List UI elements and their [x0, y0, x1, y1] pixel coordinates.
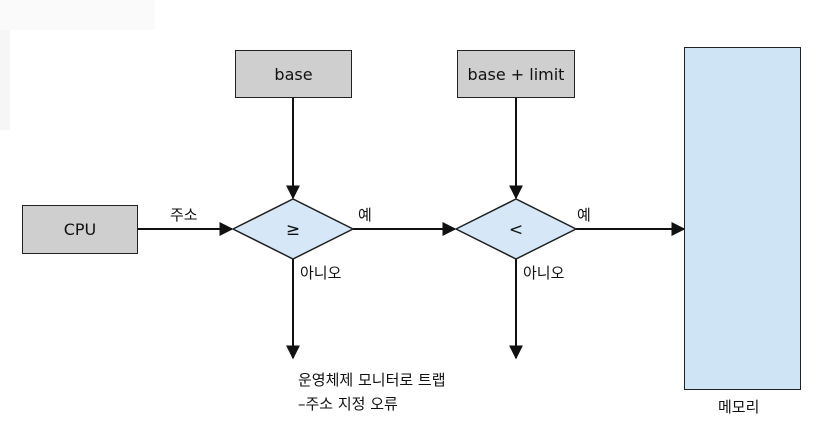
trap-note: 운영체제 모니터로 트랩 –주소 지정 오류 — [298, 368, 446, 416]
memory-label: 메모리 — [718, 398, 760, 416]
address-label: 주소 — [170, 206, 198, 224]
compare-ge-diamond — [231, 198, 355, 260]
base-register-label: base — [274, 64, 313, 84]
no-label-2: 아니오 — [523, 264, 565, 282]
trap-note-line2: –주소 지정 오류 — [298, 395, 398, 413]
cpu-box: CPU — [22, 205, 138, 254]
compare-lt-symbol: < — [509, 220, 523, 240]
trap-note-line1: 운영체제 모니터로 트랩 — [298, 371, 446, 389]
no-label-1: 아니오 — [300, 264, 342, 282]
memory-box — [684, 47, 801, 390]
limit-register-box: base + limit — [457, 50, 575, 98]
yes-label-1: 예 — [358, 206, 372, 224]
yes-label-2: 예 — [577, 206, 591, 224]
background-shade — [0, 0, 155, 30]
background-shade-side — [0, 30, 10, 130]
compare-ge-symbol: ≥ — [286, 220, 300, 240]
limit-register-label: base + limit — [467, 64, 565, 84]
compare-lt-diamond — [454, 198, 578, 260]
cpu-label: CPU — [63, 220, 97, 239]
base-register-box: base — [235, 50, 352, 98]
